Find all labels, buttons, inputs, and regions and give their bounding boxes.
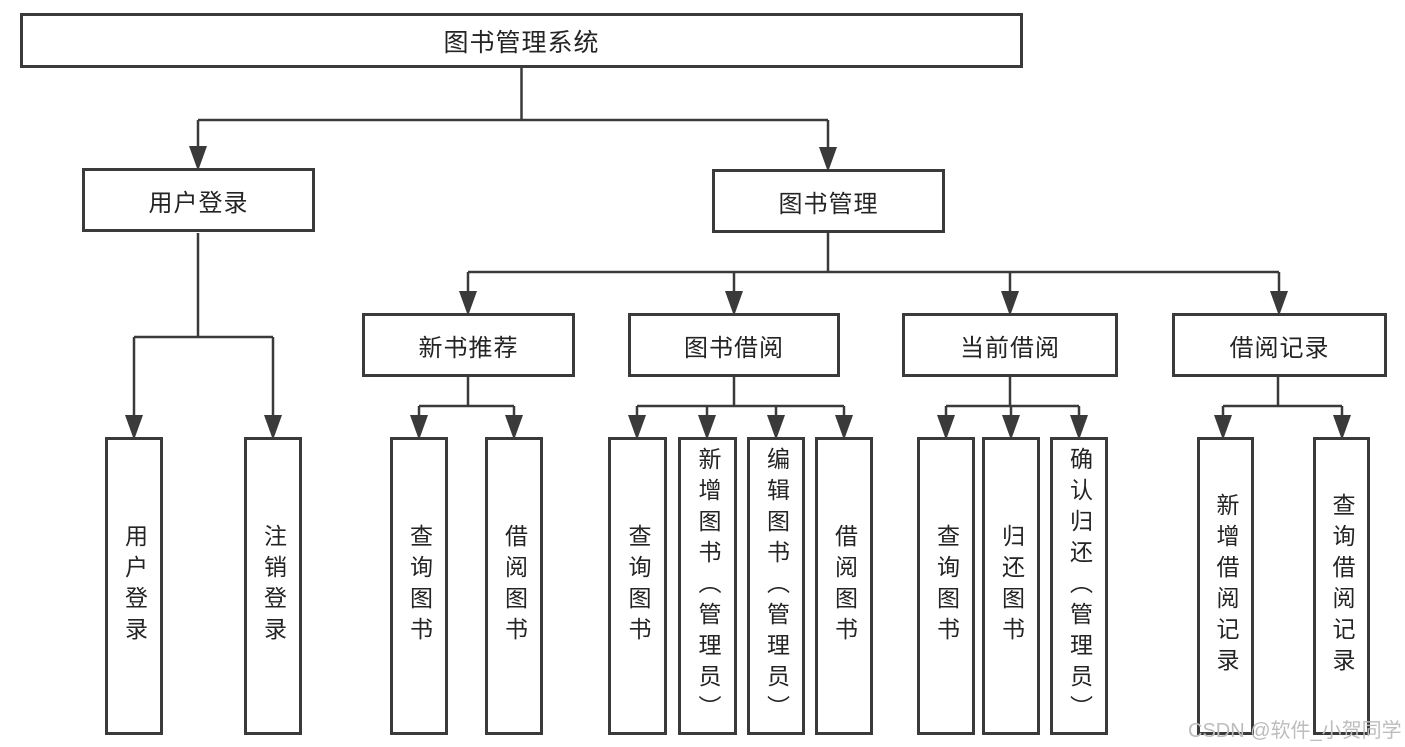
leaf-borrow-books-borrow: 借阅图书	[815, 437, 873, 735]
leaf-query-books-recommend-label: 查询图书	[406, 524, 433, 648]
leaf-query-books-borrow: 查询图书	[608, 437, 667, 735]
leaf-edit-book-admin-label: 编辑图书（管理员）	[763, 446, 790, 726]
node-new-book-recommend: 新书推荐	[362, 313, 575, 377]
node-new-book-recommend-label: 新书推荐	[418, 334, 519, 362]
connector-book-management	[466, 233, 1281, 297]
node-borrow-records-label: 借阅记录	[1229, 334, 1330, 362]
node-user-login: 用户登录	[82, 168, 315, 232]
leaf-query-borrow-record: 查询借阅记录	[1313, 437, 1370, 735]
leaf-user-login: 用户登录	[105, 437, 163, 735]
connector-borrow-records	[1221, 377, 1344, 421]
node-user-login-label: 用户登录	[148, 189, 249, 217]
leaf-query-books-current-label: 查询图书	[933, 524, 960, 648]
leaf-query-books-current: 查询图书	[917, 437, 975, 735]
leaf-add-borrow-record-label: 新增借阅记录	[1213, 493, 1239, 679]
leaf-borrow-books-borrow-label: 借阅图书	[831, 524, 858, 648]
arrowhead-icons	[125, 146, 1351, 440]
connector-book-borrow	[635, 377, 846, 421]
node-library-system-label: 图书管理系统	[443, 28, 600, 57]
connector-root	[196, 68, 830, 152]
csdn-watermark: CSDN @软件_小贺同学	[1188, 720, 1402, 742]
leaf-confirm-return-admin-label: 确认归还（管理员）	[1066, 446, 1093, 726]
leaf-add-borrow-record: 新增借阅记录	[1197, 437, 1254, 735]
leaf-query-books-recommend: 查询图书	[390, 437, 448, 735]
node-current-borrow-label: 当前借阅	[960, 334, 1060, 362]
node-borrow-records: 借阅记录	[1172, 313, 1387, 377]
connector-new-book-recommend	[417, 377, 516, 421]
node-book-borrow: 图书借阅	[628, 313, 840, 377]
node-book-management: 图书管理	[712, 169, 945, 233]
leaf-return-book-label: 归还图书	[998, 524, 1025, 648]
leaf-logout: 注销登录	[244, 437, 302, 735]
leaf-query-borrow-record-label: 查询借阅记录	[1329, 493, 1355, 679]
leaf-edit-book-admin: 编辑图书（管理员）	[747, 437, 805, 735]
leaf-confirm-return-admin: 确认归还（管理员）	[1050, 437, 1108, 735]
leaf-logout-label: 注销登录	[260, 524, 287, 648]
leaf-query-books-borrow-label: 查询图书	[625, 524, 651, 648]
connector-user-login	[132, 233, 275, 420]
leaf-add-book-admin-label: 新增图书（管理员）	[695, 446, 721, 726]
leaf-return-book: 归还图书	[982, 437, 1040, 735]
leaf-user-login-label: 用户登录	[121, 524, 148, 648]
node-current-borrow: 当前借阅	[902, 313, 1118, 377]
node-book-management-label: 图书管理	[778, 190, 879, 218]
leaf-borrow-books-recommend: 借阅图书	[485, 437, 543, 735]
connector-current-borrow	[944, 377, 1081, 421]
leaf-borrow-books-recommend-label: 借阅图书	[501, 524, 528, 648]
node-book-borrow-label: 图书借阅	[684, 334, 784, 362]
leaf-add-book-admin: 新增图书（管理员）	[678, 437, 737, 735]
node-library-system: 图书管理系统	[20, 13, 1023, 68]
